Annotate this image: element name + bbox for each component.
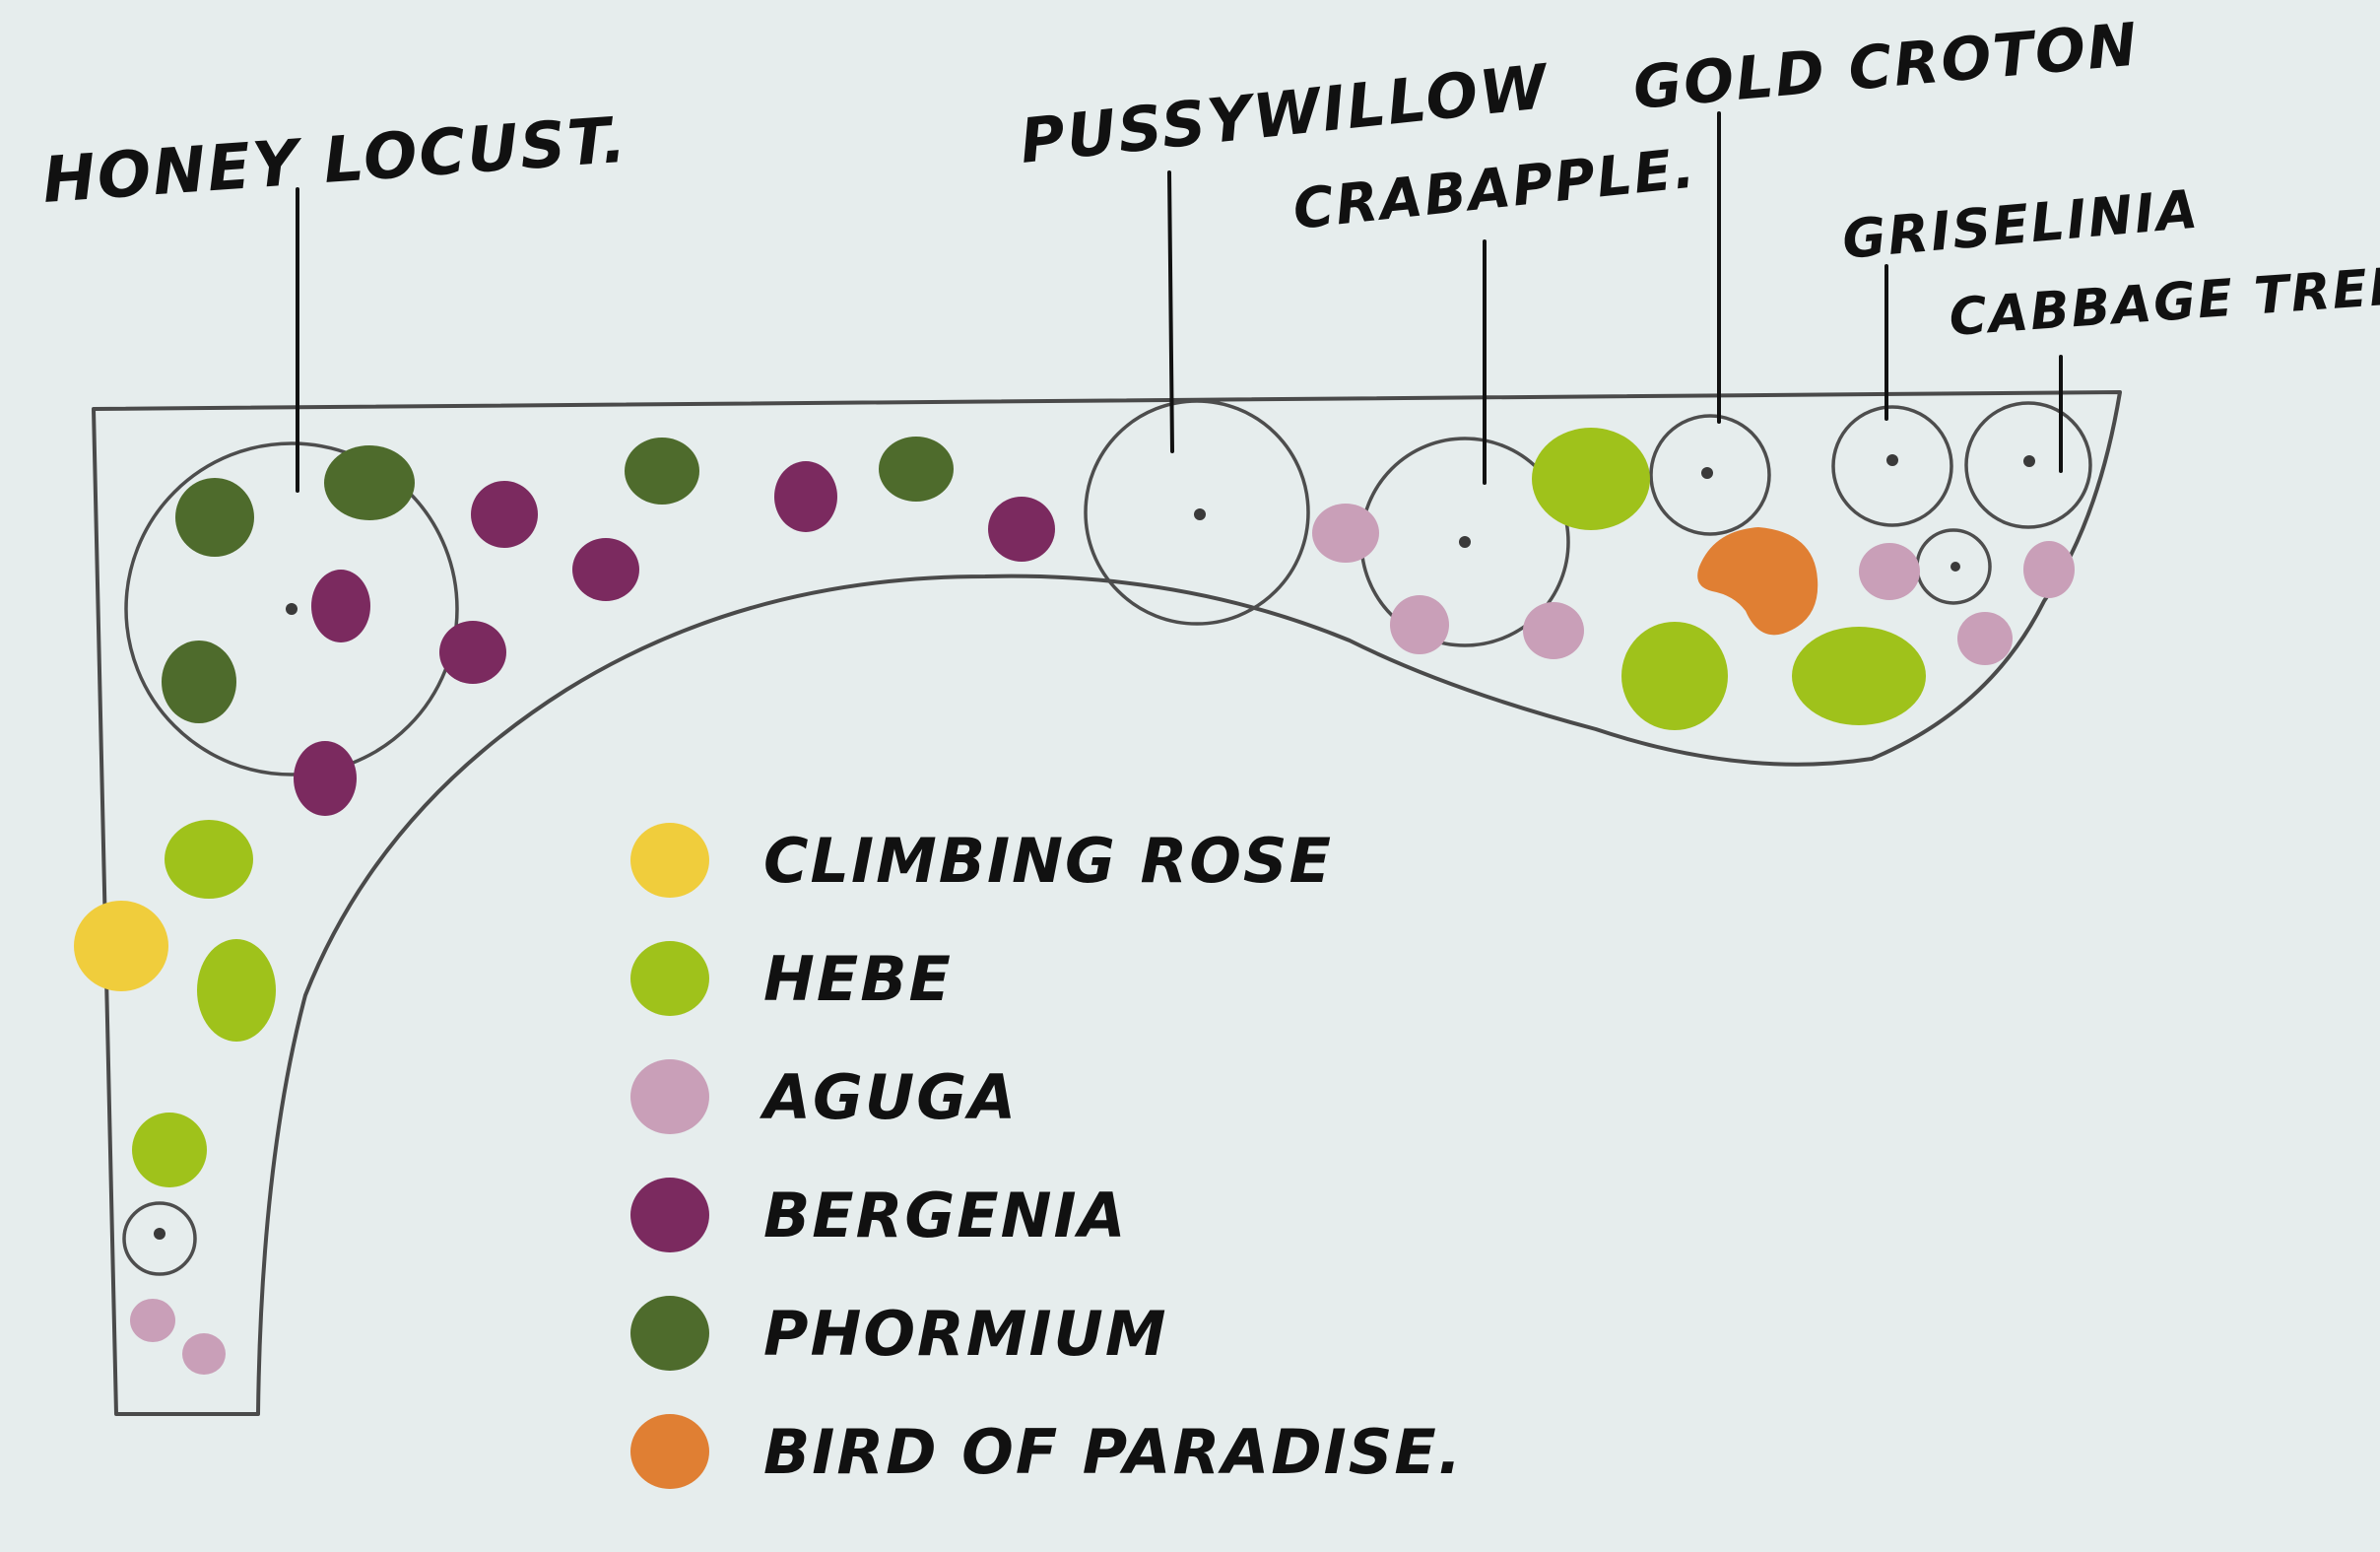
pussy-willow-canopy [1084,399,1310,626]
hebe-plant [1621,622,1728,730]
trunk-dot [286,603,298,615]
bergenia-plant [439,621,506,684]
trunk-dot [1194,508,1206,520]
legend-swatch [630,1059,709,1134]
hebe-plant [197,939,276,1042]
phormium-plant [879,437,954,502]
honey-locust-canopy [124,441,459,776]
hebe-plant [132,1113,207,1187]
legend-swatch [630,941,709,1016]
phormium-plant [324,445,415,520]
legend-swatch [630,1178,709,1252]
trunk-dot [154,1228,165,1240]
legend-label: CLIMBING ROSE [763,825,1333,897]
legend-swatch [630,1296,709,1371]
trunk-dot [1886,454,1898,466]
legend-swatch [630,823,709,898]
legend-label: BIRD OF PARADISE. [763,1416,1463,1488]
bird-of-paradise-plant [1697,527,1818,636]
tree-trunks [154,454,2035,1240]
legend-label: PHORMIUM [763,1298,1168,1370]
aguga-plant [1312,504,1379,563]
hebe-plant [1792,627,1926,725]
phormium-plant [625,438,699,505]
pussy-willow-leader [1167,170,1174,453]
aguga-plant [182,1333,226,1375]
trunk-dot [2023,455,2035,467]
bergenia-plant [294,741,357,816]
hebe-plant [165,820,253,899]
griselinia-canopy [1831,405,1953,527]
bergenia-plant [471,481,538,548]
trunk-dot [1950,562,1960,572]
aguga-plant [130,1299,175,1342]
legend: CLIMBING ROSE HEBE AGUGA BERGENIA PHORMIUM BI… [630,823,1463,1489]
gold-croton-canopy [1649,414,1771,536]
aguga-plant [1859,543,1920,600]
plantings [74,428,2075,1375]
legend-swatch [630,1414,709,1489]
bergenia-plant [572,538,639,601]
aguga-plant [1390,595,1449,654]
phormium-plant [162,641,236,723]
trunk-dot [1459,536,1471,548]
legend-label: BERGENIA [763,1180,1128,1251]
bergenia-plant [311,570,370,642]
legend-label: AGUGA [759,1061,1018,1133]
bergenia-plant [774,461,837,532]
small-shrub-canopy-left [122,1201,197,1276]
hebe-plant [1532,428,1650,530]
aguga-plant [1523,602,1584,659]
phormium-plant [175,478,254,557]
climbing-rose-plant [74,901,168,991]
cabbage-tree-canopy [1964,401,2092,529]
bergenia-plant [988,497,1055,562]
aguga-plant [1957,612,2013,665]
trunk-dot [1701,467,1713,479]
leader-lines [296,111,2063,493]
tree-canopies [122,399,2092,1276]
aguga-plant [2023,541,2075,598]
garden-bed-outline [92,390,2122,1416]
legend-label: HEBE [763,943,953,1015]
